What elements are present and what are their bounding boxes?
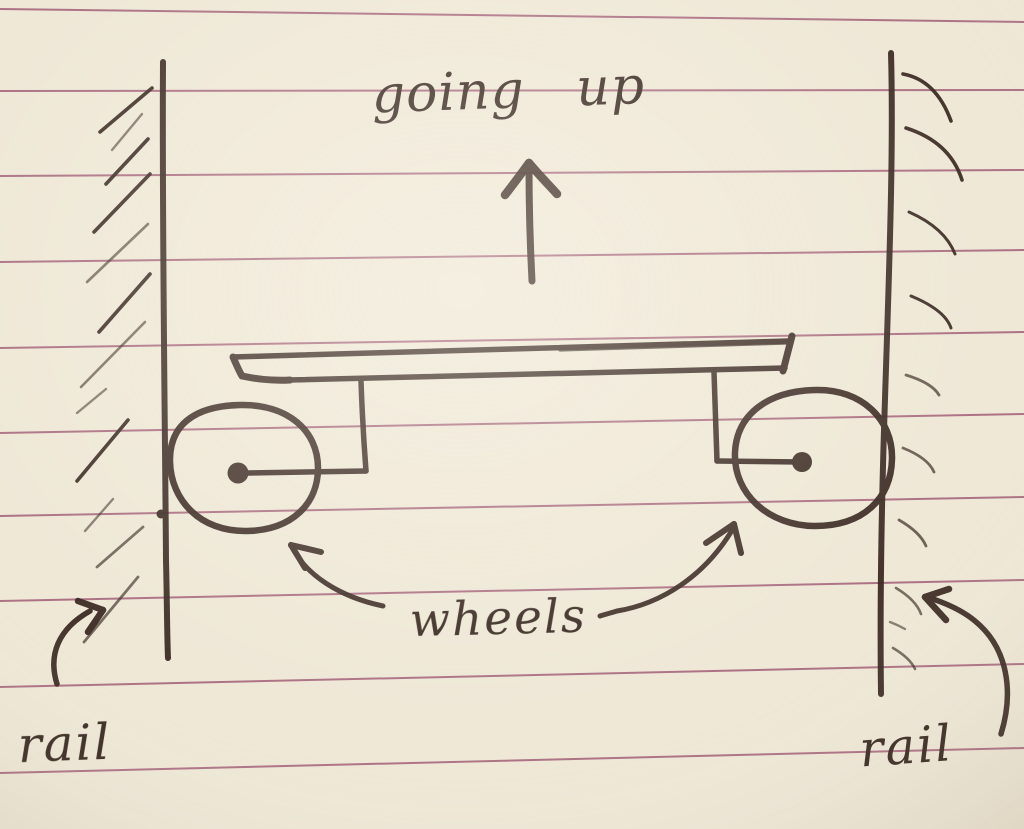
sketch-canvas: going up wheels rail rail bbox=[0, 0, 1024, 829]
notebook-paper-photo: going up wheels rail rail bbox=[0, 0, 1024, 829]
photo-vignette bbox=[0, 0, 1024, 829]
